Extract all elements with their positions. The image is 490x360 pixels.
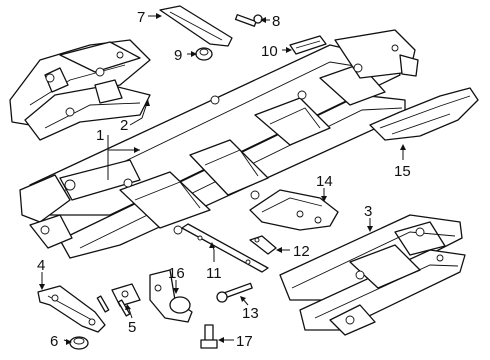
- callout-6: 6: [50, 333, 58, 350]
- callout-labels: 1 2 3 4 5 6 7 8 9 10 11 12 13 14 15 16 1…: [37, 9, 411, 350]
- callout-11: 11: [206, 265, 222, 282]
- skid-plate: [249, 189, 339, 231]
- link-part: [249, 235, 277, 255]
- callout-8: 8: [272, 13, 280, 30]
- heat-shield: [369, 87, 479, 141]
- callout-2: 2: [120, 117, 128, 134]
- top-plate: [159, 5, 233, 47]
- rear-frame-section: [279, 214, 466, 336]
- plug-part: [69, 336, 89, 350]
- callout-3: 3: [364, 203, 372, 220]
- leader-lines: [39, 13, 406, 345]
- mount-bracket: [96, 283, 141, 317]
- callout-15: 15: [394, 163, 411, 180]
- callout-5: 5: [128, 319, 136, 336]
- main-frame: [19, 29, 419, 259]
- callout-4: 4: [37, 257, 45, 274]
- callout-9: 9: [174, 47, 182, 64]
- bushing-part: [195, 47, 213, 61]
- front-frame-section: [9, 39, 151, 141]
- mount-bolt: [216, 282, 253, 303]
- spring-bracket: [149, 269, 193, 323]
- callout-14: 14: [316, 173, 333, 190]
- callout-10: 10: [261, 43, 278, 60]
- lower-bolt: [200, 324, 218, 349]
- small-bracket: [289, 35, 327, 55]
- callout-16: 16: [168, 265, 185, 282]
- callout-13: 13: [242, 305, 259, 322]
- side-bracket: [37, 285, 106, 333]
- callout-12: 12: [293, 243, 310, 260]
- bolt-part: [234, 14, 263, 27]
- crossbar-part: [181, 223, 269, 273]
- callout-7: 7: [137, 9, 145, 26]
- callout-17: 17: [236, 333, 253, 350]
- callout-1: 1: [96, 127, 104, 144]
